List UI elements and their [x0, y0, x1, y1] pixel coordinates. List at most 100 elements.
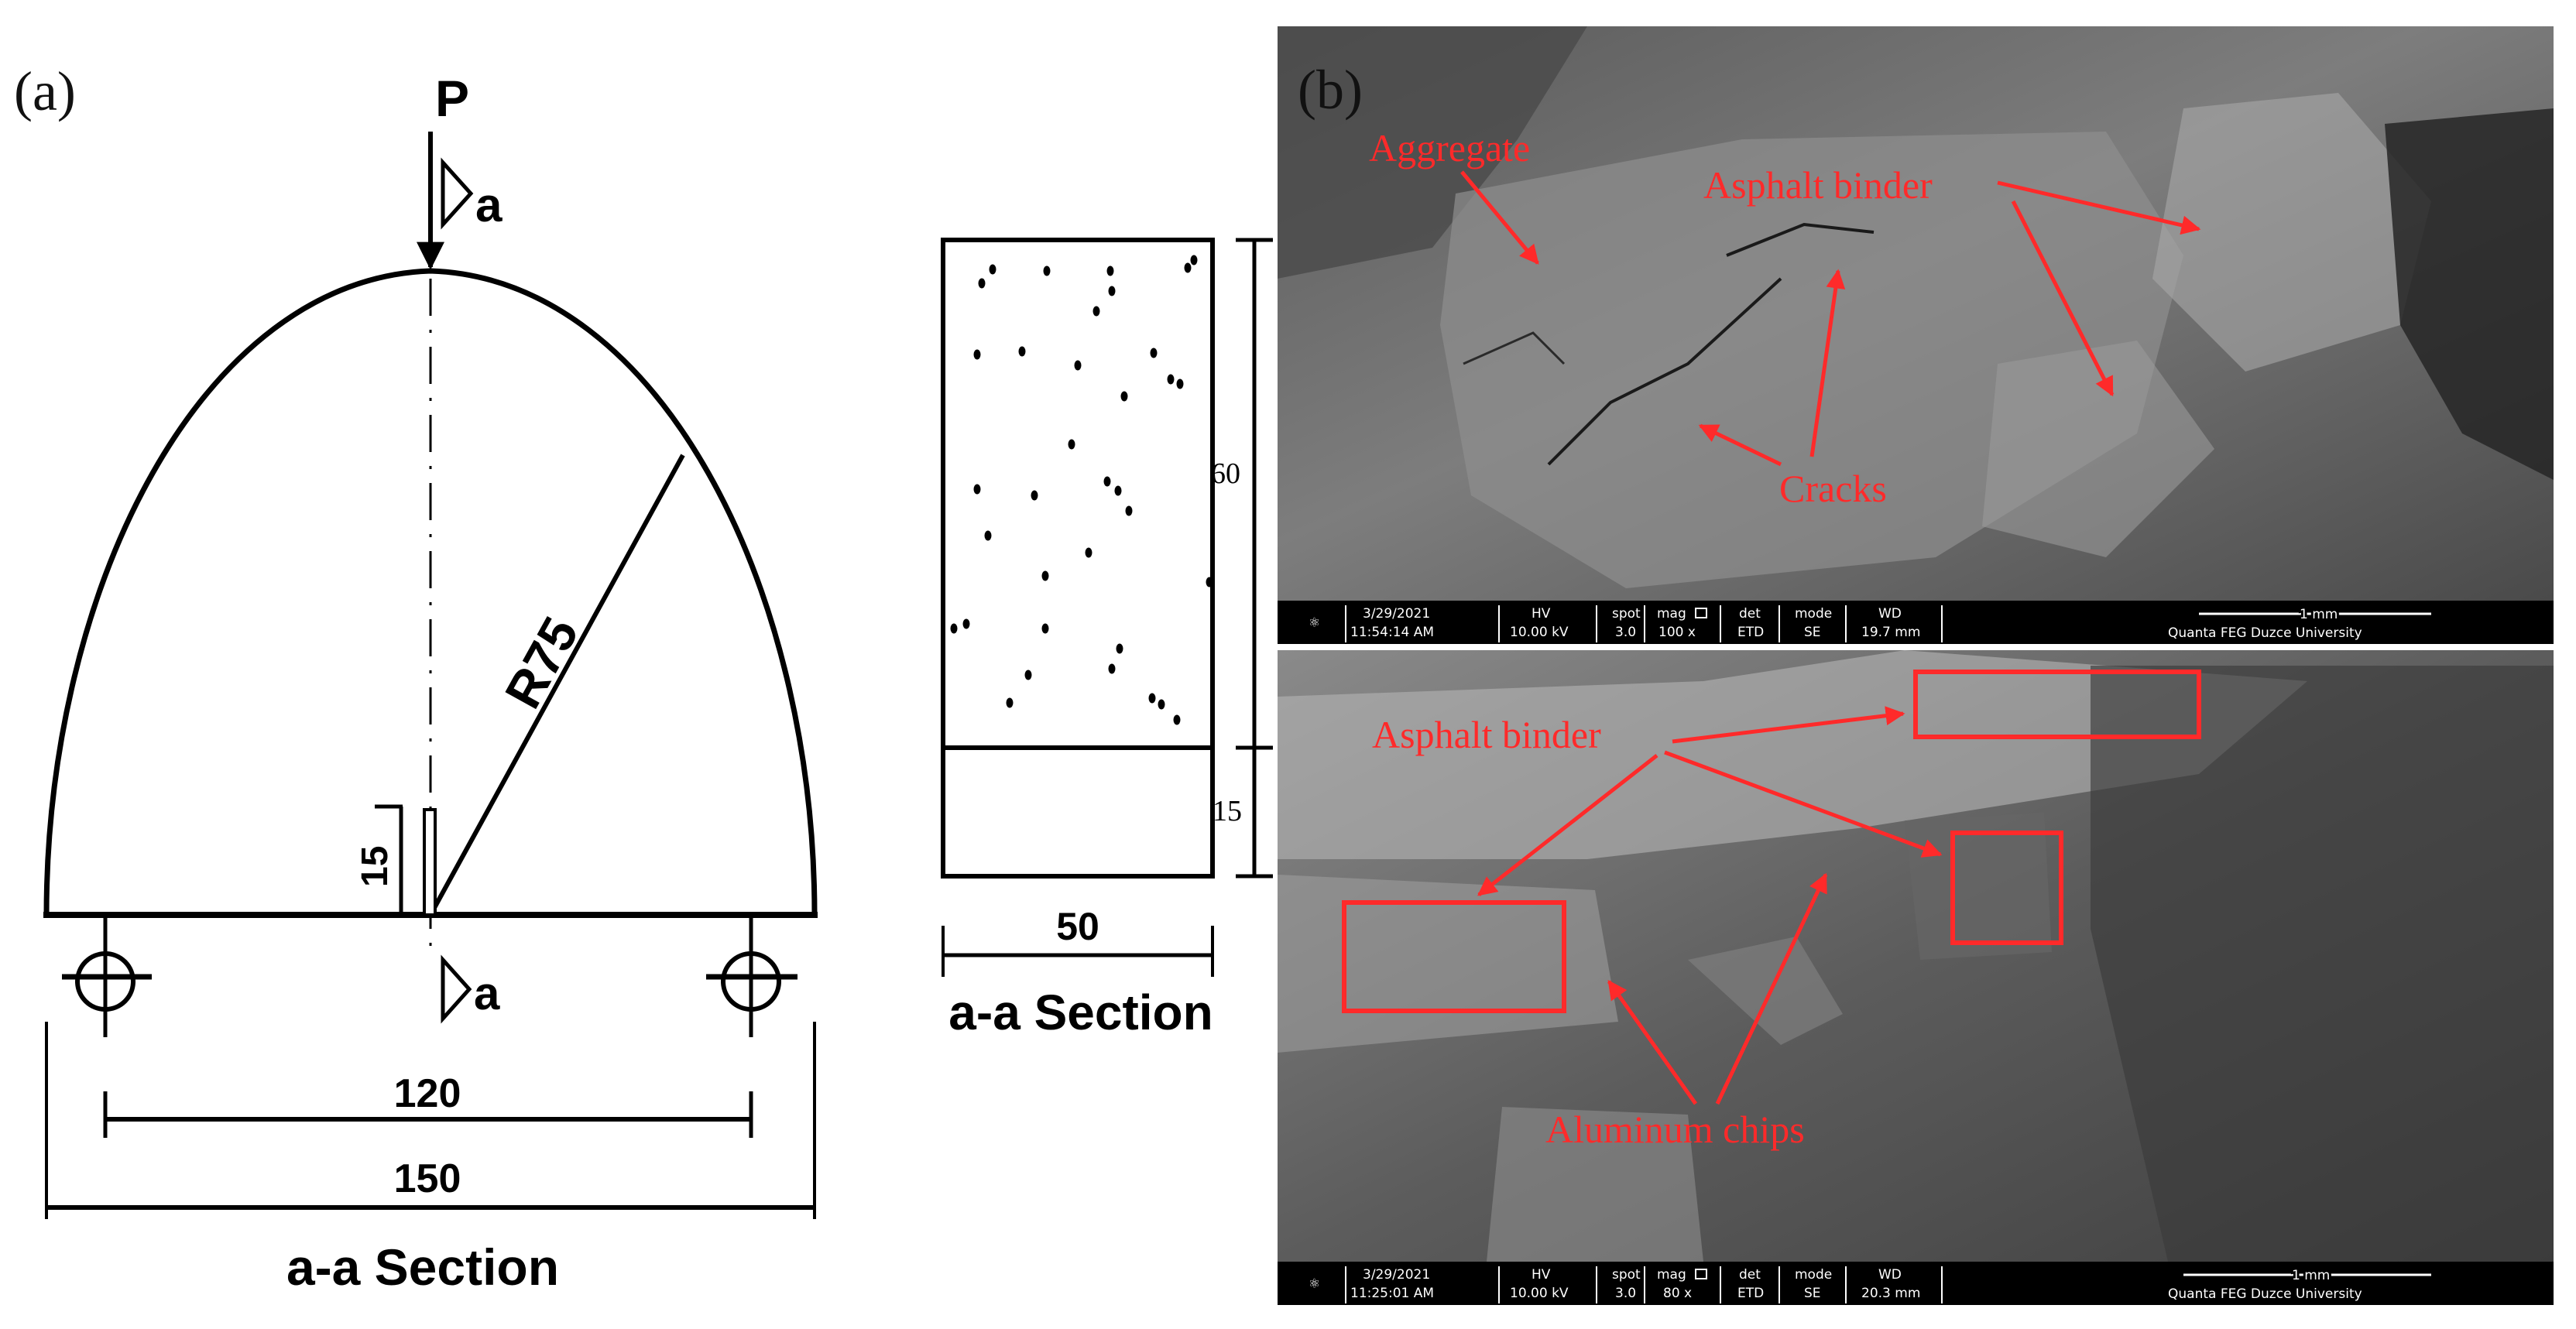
- section-view: 60 15 50 a-a Section: [941, 238, 1273, 1040]
- databar-top-mag-head: mag: [1657, 606, 1686, 622]
- aggregate-dot: [1184, 262, 1192, 273]
- databar-bottom-wd-head: WD: [1878, 1267, 1902, 1283]
- databar-bottom-mag: 80 x: [1663, 1286, 1692, 1301]
- databar-top-det-head: det: [1739, 606, 1761, 622]
- arrow-chips-1: [1607, 979, 1698, 1105]
- databar-top-hv-head: HV: [1532, 606, 1551, 622]
- panel-a-caption: a-a Section: [286, 1238, 559, 1296]
- aggregate-dot: [1108, 663, 1116, 674]
- databar-bottom-wd: 20.3 mm: [1861, 1286, 1920, 1301]
- aggregate-dot: [1116, 643, 1123, 654]
- crack-line-2: [1726, 222, 1875, 257]
- databar-bottom-logo: ⚛: [1309, 1276, 1320, 1292]
- specimen-outline: [43, 268, 818, 916]
- databar-bottom-mode-head: mode: [1795, 1267, 1832, 1283]
- aggregate-dot: [1125, 505, 1133, 516]
- sem-bottom-chip-left: [1278, 875, 1618, 1053]
- databar-bottom-date: 3/29/2021: [1363, 1267, 1430, 1283]
- support-right: [706, 918, 797, 1037]
- width-label: 150: [394, 1156, 461, 1201]
- databar-bottom-scale-label: 1 mm: [2292, 1268, 2330, 1283]
- section-width-label: 50: [1056, 905, 1099, 948]
- databar-top-mag: 100 x: [1658, 625, 1696, 640]
- aggregate-dot: [1148, 693, 1156, 704]
- radius-label: R75: [494, 608, 589, 718]
- aggregate-dot: [1108, 286, 1116, 296]
- aggregate-dot: [984, 530, 992, 541]
- databar-top-wd-head: WD: [1878, 606, 1902, 622]
- databar-bottom-mode: SE: [1804, 1286, 1821, 1301]
- arrow-cracks-1: [1698, 423, 1782, 467]
- aggregate-dot: [1158, 699, 1165, 710]
- sem-top-binder-sheet: [2152, 93, 2431, 372]
- label-cracks: Cracks: [1779, 467, 1887, 510]
- sem-bottom-chip-mid: [1688, 937, 1843, 1045]
- aggregate-dot: [1041, 623, 1049, 634]
- databar-top-spot: 3.0: [1615, 625, 1636, 640]
- aggregate-dot: [1150, 348, 1158, 358]
- arrow-binder-bottom-3: [1664, 750, 1943, 858]
- aggregate-dot: [950, 623, 958, 634]
- aggregate-dot: [973, 484, 981, 495]
- section-marker-bottom-label: a: [474, 968, 500, 1019]
- sem-top-region-1: [1278, 26, 1587, 279]
- sem-databar-bottom: ⚛ 3/29/2021 11:25:01 AM HV 10.00 kV spot…: [1278, 1262, 2554, 1305]
- databar-bottom-hv: 10.00 kV: [1510, 1286, 1569, 1301]
- databar-top-det: ETD: [1737, 625, 1764, 640]
- databar-bottom-det-head: det: [1739, 1267, 1761, 1283]
- aggregate-dot: [1176, 378, 1184, 389]
- section-marker-bottom: [441, 954, 472, 1024]
- aggregate-dot: [973, 349, 981, 360]
- aggregate-dot: [1114, 485, 1122, 496]
- aggregate-dot: [1024, 670, 1032, 680]
- aggregate-dot: [1043, 265, 1051, 276]
- aggregate-dot: [1206, 577, 1213, 587]
- crack-line-3: [1463, 331, 1566, 365]
- load-label: P: [435, 70, 469, 127]
- highlight-box-binder-left: [1342, 900, 1566, 1013]
- panel-b: (b) Aggregate Asphalt binder Cracks ⚛ 3/…: [1278, 26, 2554, 1305]
- arrow-cracks-2: [1809, 269, 1846, 457]
- label-asphalt-binder-bottom: Asphalt binder: [1372, 713, 1601, 756]
- section-rect: [941, 238, 1215, 879]
- databar-top-bg: [1278, 601, 2554, 644]
- sem-bottom-lower-grain: [1487, 1107, 1703, 1262]
- databar-bottom-det: ETD: [1737, 1286, 1764, 1301]
- databar-top-date: 3/29/2021: [1363, 606, 1430, 622]
- sem-image-top: (b) Aggregate Asphalt binder Cracks ⚛ 3/…: [1278, 26, 2554, 644]
- databar-top-hv: 10.00 kV: [1510, 625, 1569, 640]
- aggregate-dot: [1031, 490, 1038, 501]
- aggregate-dot: [989, 264, 996, 275]
- aggregate-dot: [978, 278, 986, 289]
- panel-b-label: (b): [1298, 59, 1363, 121]
- aggregate-dot: [1120, 391, 1128, 402]
- sem-bottom-binder-layer: [1278, 650, 2307, 859]
- height-upper-label: 60: [1211, 457, 1240, 490]
- arrow-binder-top-2: [2011, 200, 2115, 397]
- radius-line: [428, 454, 685, 916]
- aggregate-dot: [1190, 255, 1198, 265]
- aggregate-dot: [1006, 697, 1014, 708]
- databar-top-mode: SE: [1804, 625, 1821, 640]
- panel-a: (a) P a R75 15 a: [14, 60, 818, 1296]
- section-view-caption: a-a Section: [948, 985, 1213, 1040]
- databar-top-time: 11:54:14 AM: [1350, 625, 1434, 640]
- highlight-box-binder-top: [1913, 670, 2201, 739]
- databar-bottom-mag-head: mag: [1657, 1267, 1686, 1283]
- aggregate-dot: [1068, 439, 1075, 450]
- crack-line-1: [1547, 277, 1782, 466]
- label-aggregate: Aggregate: [1369, 126, 1530, 170]
- databar-top-dividers: [1345, 605, 1943, 642]
- notch: [423, 808, 437, 916]
- databar-bottom-mag-icon: [1695, 1269, 1707, 1279]
- aggregate-dot: [1092, 306, 1100, 317]
- label-asphalt-binder-top: Asphalt binder: [1703, 163, 1933, 207]
- aggregate-dot: [1018, 346, 1026, 357]
- databar-bottom-spot-head: spot: [1612, 1267, 1641, 1283]
- databar-top-scale-label: 1 mm: [2300, 607, 2338, 622]
- arrow-aggregate: [1460, 170, 1539, 265]
- databar-bottom-hv-head: HV: [1532, 1267, 1551, 1283]
- aggregate-dot: [1085, 547, 1092, 558]
- sem-top-void: [2385, 108, 2554, 480]
